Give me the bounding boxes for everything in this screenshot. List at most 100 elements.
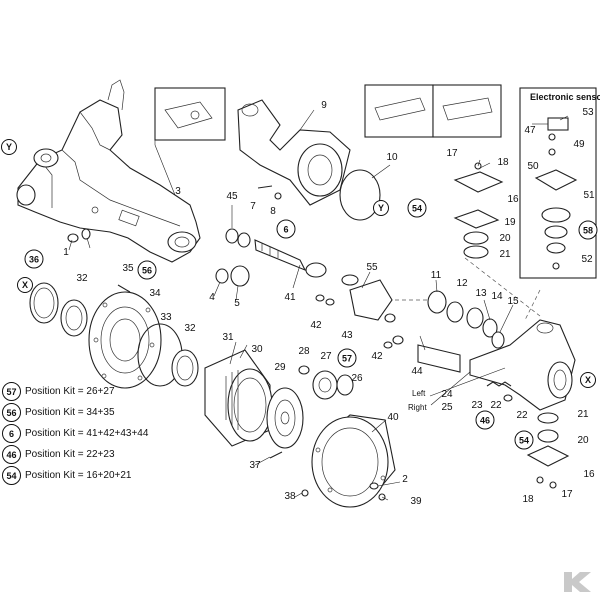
view-marker-x: X — [580, 372, 596, 388]
view-marker-x: X — [17, 277, 33, 293]
part-label-38: 38 — [284, 491, 296, 502]
lower-pivot-kit-drawing — [526, 412, 570, 489]
part-label-26: 26 — [351, 373, 363, 384]
part-label-45: 45 — [226, 191, 238, 202]
drive-shaft-41-drawing — [254, 239, 404, 349]
bolt-7-8-drawing — [257, 185, 282, 200]
legend-row: 54 Position Kit = 16+20+21 — [2, 466, 131, 485]
legend-row: 6 Position Kit = 41+42+43+44 — [2, 424, 148, 443]
part-label-18: 18 — [522, 494, 534, 505]
seals-11-15-drawing — [427, 290, 505, 349]
part-label-52: 52 — [581, 254, 593, 265]
part-label-44: 44 — [411, 366, 423, 377]
part-label-15: 15 — [507, 296, 519, 307]
inset-frames — [154, 84, 597, 279]
part-label-42: 42 — [371, 351, 383, 362]
leader-lines — [68, 109, 569, 501]
part-label-22: 22 — [490, 400, 502, 411]
part-label-25: 25 — [441, 402, 453, 413]
part-label-2: 2 — [402, 474, 408, 485]
small-fasteners-drawing — [269, 451, 386, 501]
legend-text: Position Kit = 41+42+43+44 — [25, 428, 149, 439]
part-label-8: 8 — [270, 206, 276, 217]
part-label-51: 51 — [583, 190, 595, 201]
part-label-39: 39 — [410, 496, 422, 507]
part-label-14: 14 — [491, 291, 503, 302]
planet-gear-26-27-drawing — [298, 365, 354, 400]
view-marker-y: Y — [1, 139, 17, 155]
part-label-4: 4 — [209, 292, 215, 303]
legend-kit-badge: 54 — [2, 466, 21, 485]
view-marker-y: Y — [373, 200, 389, 216]
part-label-55: 55 — [366, 262, 378, 273]
kit-badge-58: 58 — [578, 220, 598, 240]
small-bushings-1-2 — [67, 228, 91, 243]
planet-carrier-29-drawing — [266, 387, 304, 449]
part-label-32: 32 — [76, 273, 88, 284]
steering-knuckle-9-drawing — [237, 99, 351, 206]
part-label-1: 1 — [63, 247, 69, 258]
part-label-7: 7 — [250, 201, 256, 212]
legend-text: Position Kit = 22+23 — [25, 449, 115, 460]
ring-gear-30-31-drawing — [204, 349, 273, 447]
part-label-5: 5 — [234, 298, 240, 309]
part-label-21: 21 — [577, 409, 589, 420]
seal-36-drawing — [29, 282, 59, 324]
part-label-19: 19 — [504, 217, 516, 228]
part-label-16: 16 — [583, 469, 595, 480]
kramp-k-logo-icon — [564, 572, 591, 592]
side-label-right: Right — [408, 403, 427, 412]
part-label-50: 50 — [527, 161, 539, 172]
part-label-37: 37 — [249, 460, 261, 471]
kit-badge-54: 54 — [407, 198, 427, 218]
kit-badge-56: 56 — [137, 260, 157, 280]
legend-kit-badge: 57 — [2, 382, 21, 401]
part-label-40: 40 — [387, 412, 399, 423]
kit-badge-57: 57 — [337, 348, 357, 368]
part-label-17: 17 — [561, 489, 573, 500]
axle-housing-drawing — [16, 79, 201, 263]
legend-row: 46 Position Kit = 22+23 — [2, 445, 115, 464]
legend-kit-badge: 46 — [2, 445, 21, 464]
part-label-10: 10 — [386, 152, 398, 163]
bearing-32-drawing — [171, 349, 199, 387]
part-label-43: 43 — [341, 330, 353, 341]
part-label-34: 34 — [149, 288, 161, 299]
electronic-sensor-title: Electronic sensor — [530, 92, 600, 102]
part-label-27: 27 — [320, 351, 332, 362]
part-label-35: 35 — [122, 263, 134, 274]
upper-pivot-kit-drawing — [453, 162, 504, 259]
kit-badge-54: 54 — [514, 430, 534, 450]
part-label-30: 30 — [251, 344, 263, 355]
part-label-28: 28 — [298, 346, 310, 357]
part-label-31: 31 — [222, 332, 234, 343]
ring-22-drawing — [503, 394, 513, 402]
stub-shaft-44-drawing — [417, 344, 461, 373]
ring-32-drawing — [60, 299, 88, 337]
bushing-45-drawing — [225, 228, 251, 248]
legend-text: Position Kit = 34+35 — [25, 407, 115, 418]
part-label-49: 49 — [573, 139, 585, 150]
hub-housing-40-drawing — [311, 414, 396, 508]
part-label-12: 12 — [456, 278, 468, 289]
part-label-11: 11 — [430, 270, 442, 281]
part-label-24: 24 — [441, 389, 453, 400]
part-label-53: 53 — [582, 107, 594, 118]
spring-23-drawing — [486, 381, 512, 387]
hub-flange-34-drawing — [88, 291, 162, 389]
part-label-20: 20 — [499, 233, 511, 244]
legend-text: Position Kit = 16+20+21 — [25, 470, 132, 481]
assembly-guide-lines — [395, 257, 541, 321]
part-label-13: 13 — [475, 288, 487, 299]
legend-row: 56 Position Kit = 34+35 — [2, 403, 115, 422]
legend-kit-badge: 56 — [2, 403, 21, 422]
legend-text: Position Kit = 26+27 — [25, 386, 115, 397]
legend-kit-badge: 6 — [2, 424, 21, 443]
part-label-41: 41 — [284, 292, 296, 303]
part-label-3: 3 — [175, 186, 181, 197]
part-label-42: 42 — [310, 320, 322, 331]
kit-badge-6: 6 — [276, 219, 296, 239]
part-label-20: 20 — [577, 435, 589, 446]
